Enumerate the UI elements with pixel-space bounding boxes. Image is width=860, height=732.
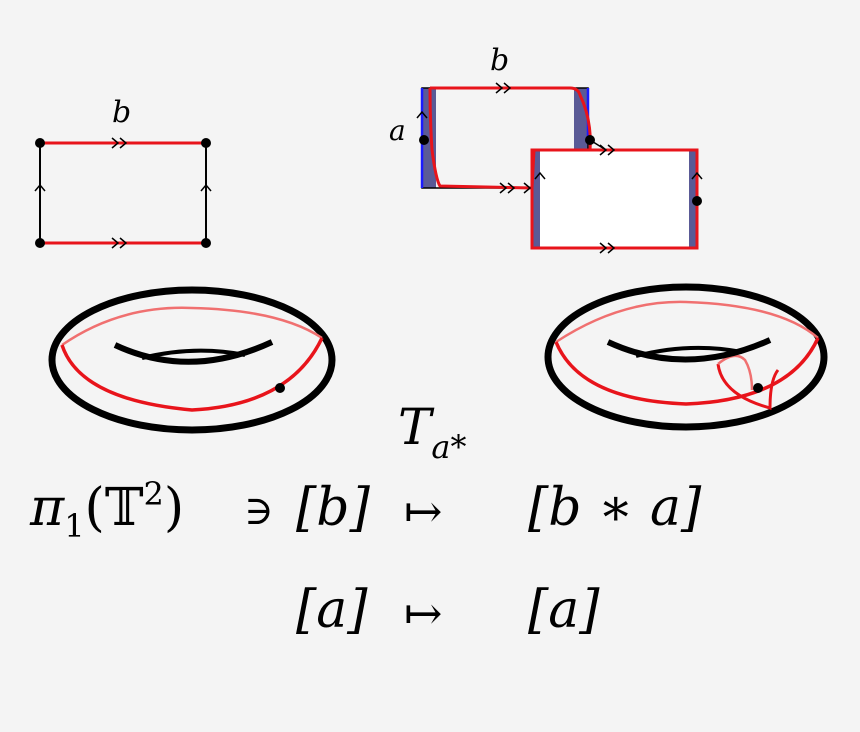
- fundamental-group: π1(𝕋2): [30, 475, 185, 545]
- row2-target: [a]: [528, 580, 600, 640]
- torus-outline: [48, 286, 336, 434]
- single-arrow-icon: [691, 171, 703, 180]
- double-arrow-icon: [111, 137, 128, 149]
- row1-target: [b ∗ a]: [528, 478, 702, 538]
- torus-front-curve: [554, 337, 820, 406]
- torus-close-paren: ): [163, 478, 185, 538]
- torus-front-curve: [60, 337, 324, 412]
- twisted-curve-back: [717, 354, 754, 391]
- row1-maps-to-arrow: ↦: [404, 484, 443, 538]
- vertex-dot: [692, 196, 702, 206]
- single-arrow-icon: [416, 110, 428, 119]
- single-arrow-icon: [34, 183, 46, 192]
- double-arrow-icon: [111, 237, 128, 249]
- dehn-twist-subscript: a*: [431, 428, 467, 466]
- vertex-dot: [585, 135, 595, 145]
- vertex-dot: [35, 238, 45, 248]
- shaded-strip-lower-left: [532, 150, 540, 248]
- vertex-dot: [35, 138, 45, 148]
- vertex-dot: [419, 135, 429, 145]
- right-square-pair: b a: [389, 43, 703, 254]
- row1-source: [b]: [296, 478, 370, 538]
- dehn-twist-label: Ta*: [398, 398, 466, 466]
- label-b-right: b: [490, 43, 509, 78]
- pi-symbol: π: [30, 478, 65, 538]
- contains-symbol: ∋: [244, 488, 274, 534]
- base-point-dot: [753, 383, 763, 393]
- torus-symbol: (𝕋: [84, 478, 144, 538]
- single-arrow-icon: [200, 183, 212, 192]
- double-arrow-icon: [523, 182, 532, 194]
- single-arrow-icon: [534, 171, 546, 180]
- lower-square-fill: [532, 150, 697, 248]
- torus-hole: [606, 337, 772, 363]
- pi-subscript: 1: [64, 507, 85, 545]
- dehn-twist-symbol: T: [398, 398, 432, 456]
- double-arrow-icon: [495, 82, 512, 94]
- left-torus: [48, 286, 336, 434]
- torus-hole-top: [635, 345, 743, 358]
- torus-back-curve: [555, 300, 819, 344]
- base-point-dot: [275, 383, 285, 393]
- row2-source: [a]: [296, 580, 368, 640]
- torus-superscript: 2: [143, 475, 164, 513]
- torus-hole-top: [141, 348, 246, 360]
- left-square: b: [34, 95, 212, 249]
- double-arrow-icon: [499, 182, 516, 194]
- label-b-left: b: [112, 95, 131, 130]
- torus-outline: [544, 283, 828, 431]
- twisted-curve-front: [716, 363, 780, 410]
- vertex-dot: [201, 238, 211, 248]
- torus-back-curve: [61, 306, 323, 347]
- label-a-right: a: [389, 114, 406, 147]
- right-torus: [544, 283, 828, 431]
- vertex-dot: [201, 138, 211, 148]
- row2-maps-to-arrow: ↦: [404, 586, 443, 640]
- torus-hole: [113, 339, 274, 365]
- double-arrow-icon: [599, 242, 616, 254]
